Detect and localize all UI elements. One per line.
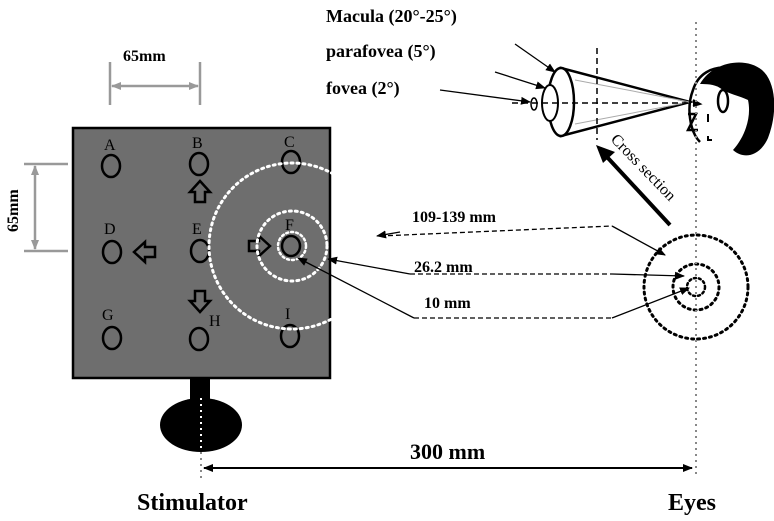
target-label: H xyxy=(209,313,221,330)
stimulator-panel: A B C D E F G H xyxy=(71,126,377,452)
height-dimension: 65mm xyxy=(5,162,68,253)
macula-projection-circle xyxy=(207,161,377,331)
parafovea-label: parafovea (5°) xyxy=(326,41,436,62)
mouth xyxy=(685,112,699,132)
target-label: F xyxy=(285,217,294,234)
fovea-ellipse xyxy=(530,97,538,111)
viewing-distance: 300 mm xyxy=(203,439,693,472)
target-a: A xyxy=(100,137,122,179)
fovea-circle xyxy=(685,276,707,298)
cross-section-arrow: Cross section xyxy=(596,131,679,227)
stimulator-caption: Stimulator xyxy=(137,490,248,516)
target-i: I xyxy=(279,306,301,349)
fovea-label: fovea (2°) xyxy=(326,78,400,99)
target-label: E xyxy=(192,221,202,238)
fovea-projection-circle xyxy=(276,230,308,262)
left-arrow-icon xyxy=(132,239,157,265)
macula-label: Macula (20°-25°) xyxy=(326,6,457,27)
target-label: B xyxy=(192,135,203,152)
macula-circle xyxy=(642,233,750,341)
stand-base xyxy=(160,398,242,452)
target-label: A xyxy=(104,137,116,154)
distance-label: 300 mm xyxy=(410,439,485,464)
target-d: D xyxy=(101,221,123,265)
eye-icon xyxy=(716,88,730,114)
height-dimension-label: 65mm xyxy=(5,189,22,232)
width-dimension: 65mm xyxy=(108,48,202,105)
target-f: F xyxy=(280,217,302,258)
outer-diameter-label: 109-139 mm xyxy=(412,209,497,226)
target-b: B xyxy=(188,135,210,177)
eyes-caption: Eyes xyxy=(668,490,716,516)
vision-cone xyxy=(512,48,695,140)
panel-board xyxy=(71,126,332,380)
mid-diameter-label: 26.2 mm xyxy=(414,259,473,276)
cone-labels: Macula (20°-25°) parafovea (5°) fovea (2… xyxy=(326,6,556,105)
distance-callouts: 109-139 mm 26.2 mm 10 mm xyxy=(297,209,690,319)
target-label: D xyxy=(104,221,116,238)
width-dimension-label: 65mm xyxy=(123,48,166,65)
target-g: G xyxy=(101,307,123,351)
target-label: C xyxy=(284,134,295,151)
ear xyxy=(707,114,712,141)
inner-diameter-label: 10 mm xyxy=(424,295,471,312)
up-arrow-icon xyxy=(187,179,213,204)
target-label: I xyxy=(285,306,290,323)
down-arrow-icon xyxy=(187,289,213,314)
target-h: H xyxy=(188,313,221,352)
hair xyxy=(700,62,774,156)
target-label: G xyxy=(102,307,114,324)
head-figure xyxy=(685,62,774,156)
parafovea-projection-circle xyxy=(255,209,329,283)
